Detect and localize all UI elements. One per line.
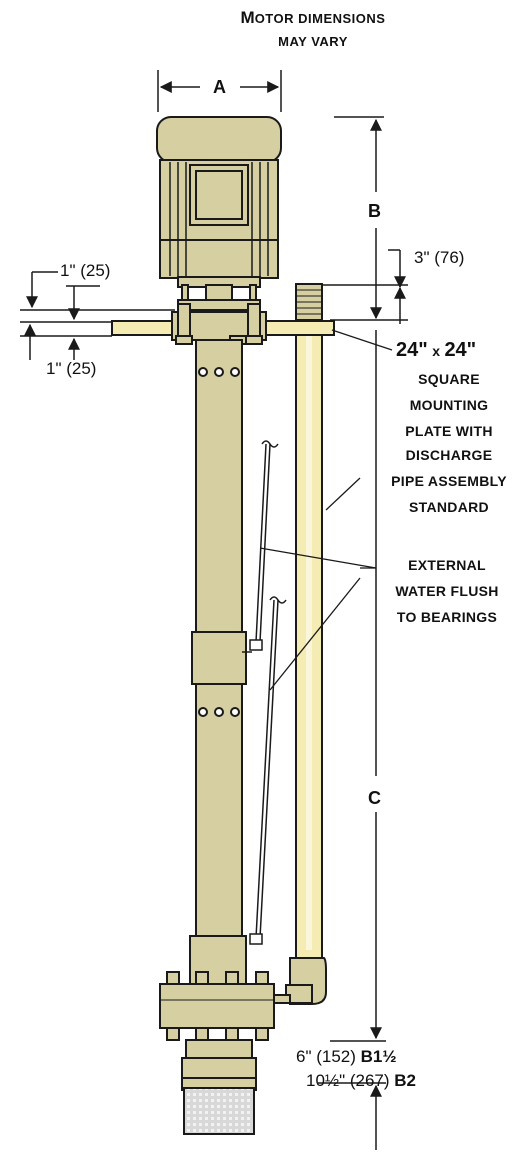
strainer-b1-5-model: B1½ <box>360 1047 397 1066</box>
bottom-gap-label: 1" (25) <box>46 359 97 378</box>
strainer-b2-label: 10½" (267) B2 <box>306 1072 416 1089</box>
plate-description: SQUARE MOUNTING PLATE WITH DISCHARGE PIP… <box>366 372 532 526</box>
plate-size-a: 24" <box>396 339 428 361</box>
plate-line: PIPE ASSEMBLY <box>391 473 507 489</box>
motor <box>156 116 282 279</box>
dimension-c-label: C <box>368 788 381 808</box>
motor-note-line2: MAY VARY <box>278 34 348 49</box>
plate-line: DISCHARGE <box>405 447 493 463</box>
leader-lines <box>259 329 393 691</box>
top-gap-label: 1" (25) <box>60 261 111 280</box>
plate-size-x: x <box>432 343 440 359</box>
flush-lines <box>242 440 287 945</box>
dimension-a-label: A <box>213 77 226 97</box>
dimension-bc-line <box>318 116 386 1150</box>
dimension-b-label: B <box>368 201 381 221</box>
motor-note-line1: OTOR DIMENSIONS <box>254 11 386 26</box>
strainer-b1-5-label: 6" (152) B1½ <box>296 1048 397 1065</box>
strainer-b2-value: 10½" (267) <box>306 1071 390 1090</box>
dimension-pipe-extension <box>300 249 408 324</box>
plate-line: STANDARD <box>409 499 489 515</box>
flush-description: EXTERNAL WATER FLUSH TO BEARINGS <box>372 558 522 636</box>
motor-note: MOTOR DIMENSIONS MAY VARY <box>228 9 398 48</box>
strainer <box>181 1077 257 1135</box>
dimension-a <box>157 70 282 112</box>
plate-line: MOUNTING <box>409 397 489 413</box>
strainer-b1-5-value: 6" (152) <box>296 1047 356 1066</box>
strainer-b2-model: B2 <box>394 1071 416 1090</box>
dimension-plate-gaps <box>20 271 175 360</box>
plate-line: PLATE WITH <box>405 423 493 439</box>
flush-line: WATER FLUSH <box>395 583 499 599</box>
motor-note-initial: M <box>240 8 255 27</box>
mounting-plate <box>111 303 335 345</box>
plate-size-b: 24" <box>444 339 477 361</box>
plate-size-label: 24" x 24" <box>396 340 476 360</box>
pipe-extension-label: 3" (76) <box>414 248 465 267</box>
plate-line: SQUARE <box>418 371 480 387</box>
pump-bowl <box>159 935 275 1081</box>
discharge-pipe <box>269 283 327 1005</box>
flush-line: EXTERNAL <box>408 557 486 573</box>
flush-line: TO BEARINGS <box>396 609 498 625</box>
pump-column <box>191 339 247 937</box>
